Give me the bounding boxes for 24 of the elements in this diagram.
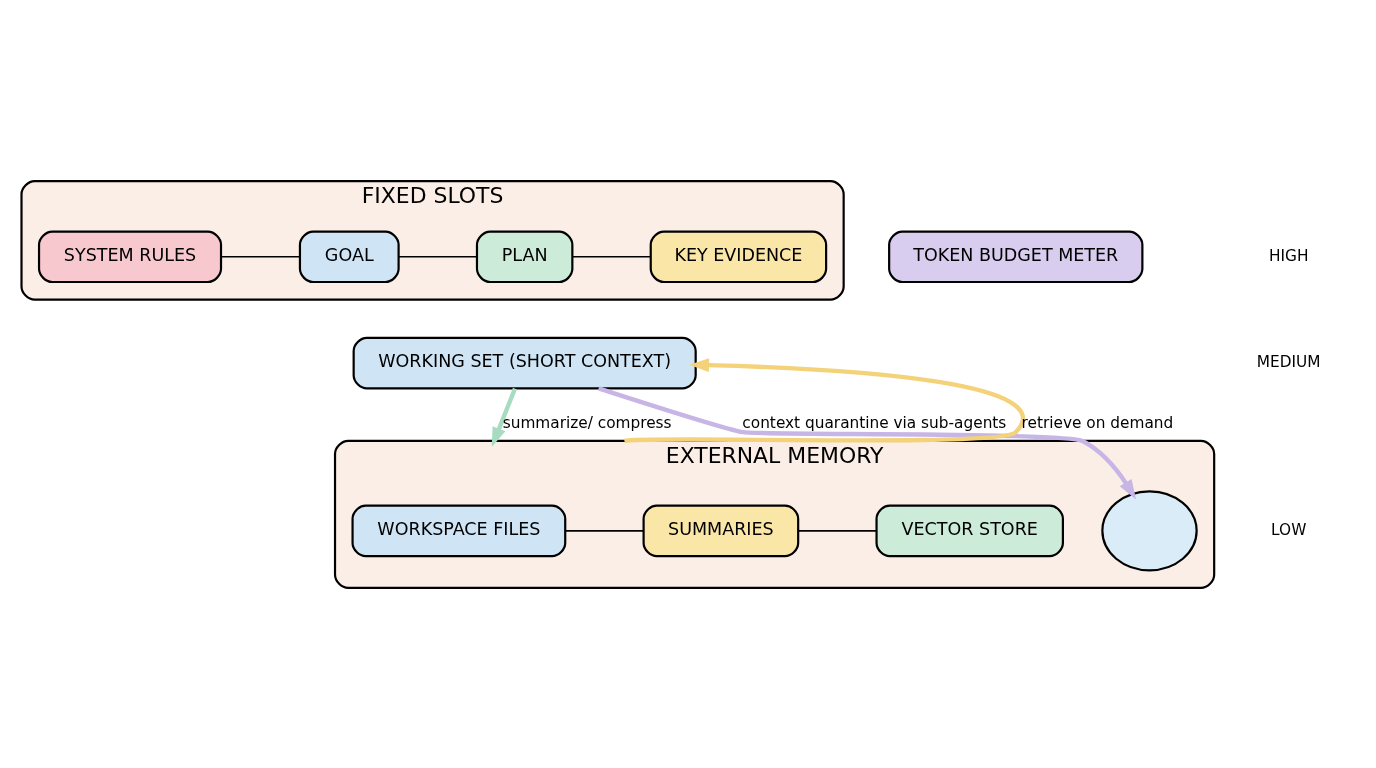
label: MEDIUM: [1256, 352, 1321, 371]
node-box: PLAN: [475, 230, 574, 283]
node-box: SUMMARIES: [642, 504, 800, 557]
connector: [564, 529, 645, 532]
arrow: [491, 387, 517, 447]
arrow: [597, 385, 1136, 499]
edge-label: context quarantine via sub-agents: [742, 413, 1007, 432]
label: LOW: [1271, 520, 1307, 539]
node-box: VECTOR STORE: [875, 504, 1064, 557]
node-cloud: [1101, 489, 1198, 571]
arrow: [624, 357, 1024, 443]
label: HIGH: [1268, 246, 1309, 265]
node-box: GOAL: [298, 230, 400, 283]
connector: [797, 529, 878, 532]
edge-label: retrieve on demand: [1021, 413, 1174, 432]
node-box: WORKING SET (SHORT CONTEXT): [352, 336, 697, 389]
node-box: SYSTEM RULES: [37, 230, 223, 283]
node-box: KEY EVIDENCE: [649, 230, 828, 283]
edge-label: summarize/ compress: [502, 413, 672, 432]
connector: [220, 255, 301, 258]
node-box: WORKSPACE FILES: [351, 504, 567, 557]
connector: [398, 255, 478, 258]
node-box: TOKEN BUDGET METER: [888, 230, 1144, 283]
connector: [571, 255, 652, 258]
